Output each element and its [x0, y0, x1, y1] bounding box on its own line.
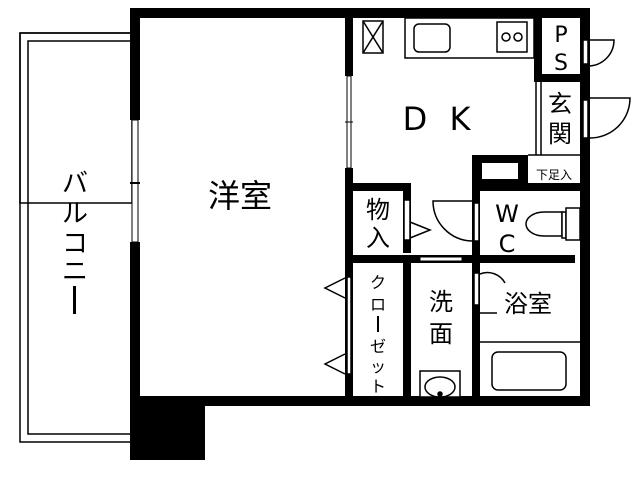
label-shoe-box: 下足入	[536, 168, 572, 182]
svg-text:D: D	[403, 100, 428, 138]
washroom-opening	[419, 256, 463, 262]
label-ps: P S	[554, 23, 568, 76]
balcony-outline	[19, 32, 132, 443]
svg-text:C: C	[499, 230, 516, 258]
stove-icon	[496, 21, 528, 53]
svg-text:コ: コ	[62, 229, 88, 259]
svg-text:P: P	[554, 23, 567, 48]
closet-dash	[377, 316, 379, 332]
entrance-step	[528, 82, 580, 156]
svg-text:玄: 玄	[548, 90, 572, 118]
bathtub-icon	[480, 341, 580, 391]
bathroom-door[interactable]	[473, 271, 506, 314]
label-washroom: 洗 面 浴室	[429, 288, 552, 348]
label-wc: W C	[495, 200, 519, 258]
label-western-room: 洋室	[208, 177, 272, 215]
svg-text:ト: ト	[370, 377, 386, 396]
label-closet: ク ロ ゼ ッ ト	[370, 273, 386, 396]
toilet-icon	[525, 207, 581, 241]
refrigerator-icon	[362, 20, 384, 54]
svg-text:S: S	[554, 51, 568, 76]
washbasin-icon	[419, 370, 461, 398]
closet-doors[interactable]	[323, 276, 352, 375]
svg-text:物: 物	[366, 196, 390, 224]
svg-text:W: W	[495, 200, 519, 228]
west-window	[130, 119, 140, 243]
sink-icon	[413, 23, 451, 53]
kitchen-counter	[362, 17, 535, 59]
label-storage: 物 入	[366, 196, 390, 252]
storage-door[interactable]	[403, 199, 433, 241]
outer-walls	[130, 8, 590, 460]
entrance-door[interactable]	[582, 97, 631, 139]
svg-text:ル: ル	[62, 199, 88, 229]
svg-text:入: 入	[366, 224, 390, 252]
svg-text:バ: バ	[62, 169, 88, 199]
shoe-box-recess	[482, 163, 518, 179]
ps-door[interactable]	[582, 39, 615, 67]
balcony-dash	[73, 286, 76, 314]
svg-text:ニ: ニ	[62, 257, 88, 287]
dk-window	[345, 75, 353, 169]
svg-text:洗: 洗	[429, 288, 453, 316]
svg-text:ッ: ッ	[370, 357, 386, 376]
label-entrance: 玄 関	[548, 90, 572, 148]
label-dk: D K	[403, 100, 472, 138]
wc-door[interactable]	[432, 200, 480, 242]
svg-text:ゼ: ゼ	[370, 337, 386, 356]
svg-text:面: 面	[429, 320, 453, 348]
svg-text:関: 関	[548, 120, 572, 148]
svg-text:K: K	[450, 100, 472, 138]
label-balcony: バ ル コ ニ	[62, 169, 88, 314]
svg-text:ロ: ロ	[370, 295, 386, 314]
svg-text:ク: ク	[370, 273, 386, 292]
label-bathroom: 浴室	[504, 290, 552, 318]
